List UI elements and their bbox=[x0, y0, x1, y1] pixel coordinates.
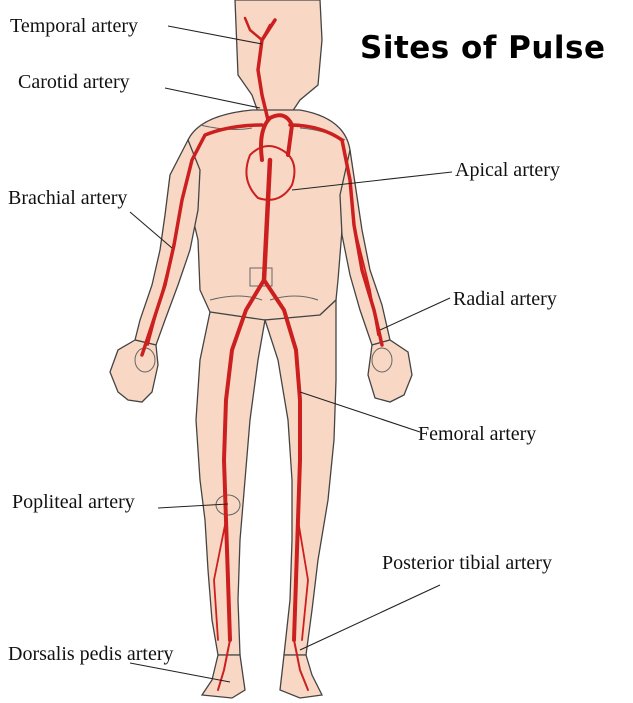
label-femoral-artery: Femoral artery bbox=[418, 424, 536, 444]
label-carotid-artery: Carotid artery bbox=[18, 72, 130, 92]
left-foot bbox=[280, 655, 322, 698]
right-hand bbox=[110, 340, 158, 402]
label-posterior-tibial-artery: Posterior tibial artery bbox=[382, 553, 552, 573]
label-brachial-artery: Brachial artery bbox=[8, 188, 127, 208]
radial-leader bbox=[380, 298, 450, 330]
diagram-title: Sites of Pulse bbox=[360, 30, 606, 66]
label-temporal-artery: Temporal artery bbox=[10, 16, 138, 36]
left-hand bbox=[368, 340, 412, 402]
label-popliteal-artery: Popliteal artery bbox=[12, 492, 135, 512]
left-arm bbox=[340, 150, 390, 345]
label-radial-artery: Radial artery bbox=[453, 289, 557, 309]
head bbox=[235, 0, 322, 112]
body-silhouette bbox=[110, 0, 412, 698]
label-apical-artery: Apical artery bbox=[455, 160, 560, 180]
right-foot bbox=[202, 655, 245, 698]
posterior-tibial-leader bbox=[300, 585, 440, 650]
label-dorsalis-pedis-artery: Dorsalis pedis artery bbox=[8, 644, 174, 664]
carotid-leader bbox=[165, 88, 260, 108]
